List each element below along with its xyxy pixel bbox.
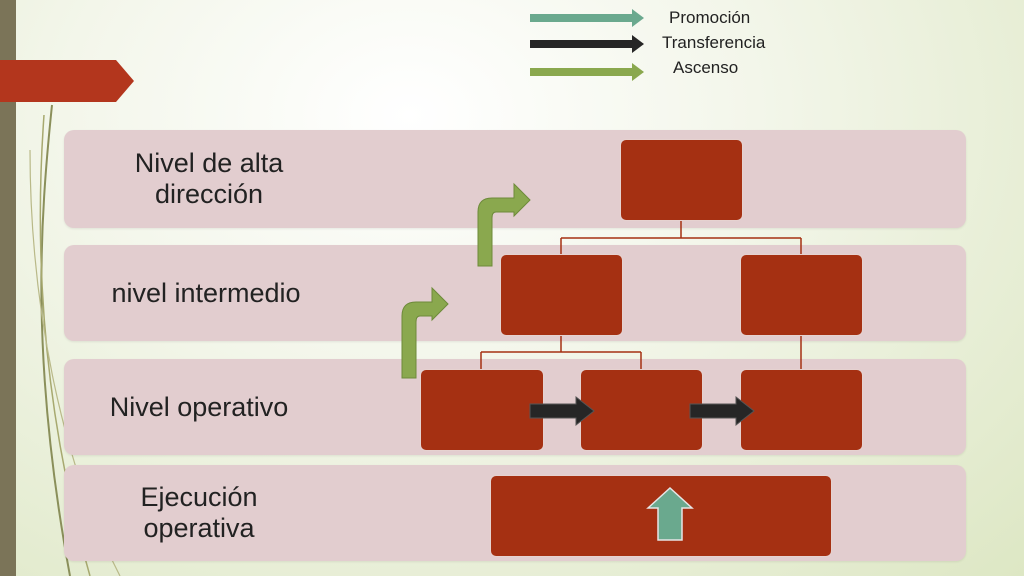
ascenso-legend-arrow <box>530 63 644 81</box>
level-label-ejecucion-operativa: Ejecución operativa <box>140 482 258 543</box>
legend-label-promocion: Promoción <box>669 8 751 27</box>
org-box-top <box>620 139 743 221</box>
promocion-legend-arrow <box>530 9 644 27</box>
transferencia-arrow-right <box>689 395 755 427</box>
level-label-nivel-intermedio: nivel intermedio <box>111 278 301 308</box>
band-alta-direccion: Nivel de alta dirección <box>64 130 966 228</box>
transferencia-arrow-left <box>529 395 595 427</box>
legend-label-transferencia: Transferencia <box>662 33 766 52</box>
ascenso-arrow-lower <box>401 286 449 379</box>
org-box-mid-right <box>740 254 863 336</box>
legend-label-ascenso: Ascenso <box>673 58 739 77</box>
org-box-op-right <box>740 369 863 451</box>
transferencia-legend-arrow <box>530 35 644 53</box>
org-box-op-left <box>420 369 544 451</box>
level-label-nivel-operativo: Nivel operativo <box>109 392 289 422</box>
org-box-mid-left <box>500 254 623 336</box>
ascenso-arrow-upper <box>477 182 531 267</box>
level-label-alta-direccion: Nivel de alta dirección <box>134 148 284 209</box>
org-box-op-center <box>580 369 703 451</box>
title-tab-marker <box>0 60 134 102</box>
promocion-arrow-up <box>646 486 694 541</box>
decorative-side-bar <box>0 0 16 576</box>
